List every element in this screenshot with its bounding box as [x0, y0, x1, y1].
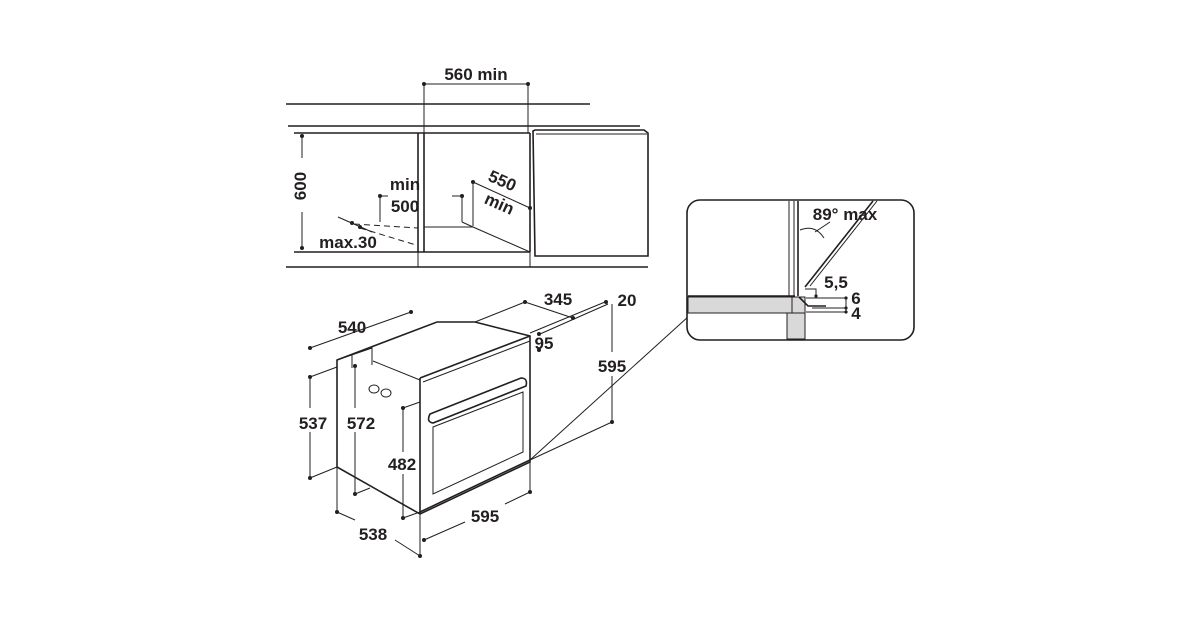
side-height-537-label: 537 — [299, 414, 327, 433]
angle-89-max-label: 89° max — [813, 205, 878, 224]
door-height-482-label: 482 — [388, 455, 416, 474]
max-30-label: max.30 — [319, 233, 377, 252]
side-cabinet-panel — [532, 129, 649, 257]
door-detail-inset: 89° max 5,5 6 4 — [686, 199, 915, 341]
oven-drawing: 540 345 20 95 595 537 572 482 — [299, 290, 690, 558]
depth-500-label: 500 — [391, 197, 419, 216]
gap-5-5-label: 5,5 — [824, 273, 848, 292]
panel-95-label: 95 — [535, 334, 554, 353]
oven-handle — [427, 377, 528, 424]
height-595-label: 595 — [598, 357, 626, 376]
niche-height-label: 600 — [291, 172, 310, 200]
gap-4-label: 4 — [851, 304, 861, 323]
oven-window — [432, 391, 524, 495]
top-depth-540-label: 540 — [338, 318, 366, 337]
min-label: min — [390, 175, 420, 194]
niche-width-label: 560 min — [444, 65, 507, 84]
depth-538-label: 538 — [359, 525, 387, 544]
body-height-572-label: 572 — [347, 414, 375, 433]
rear-depth-345-label: 345 — [544, 290, 572, 309]
cabinet-niche-drawing: 560 min 600 min 500 max.30 550 min — [286, 65, 649, 268]
gap-6-label: 6 — [851, 289, 860, 308]
rear-offset-20-label: 20 — [618, 291, 637, 310]
vent-icon — [380, 388, 392, 398]
vent-icon — [368, 384, 380, 394]
width-595-label: 595 — [471, 507, 499, 526]
